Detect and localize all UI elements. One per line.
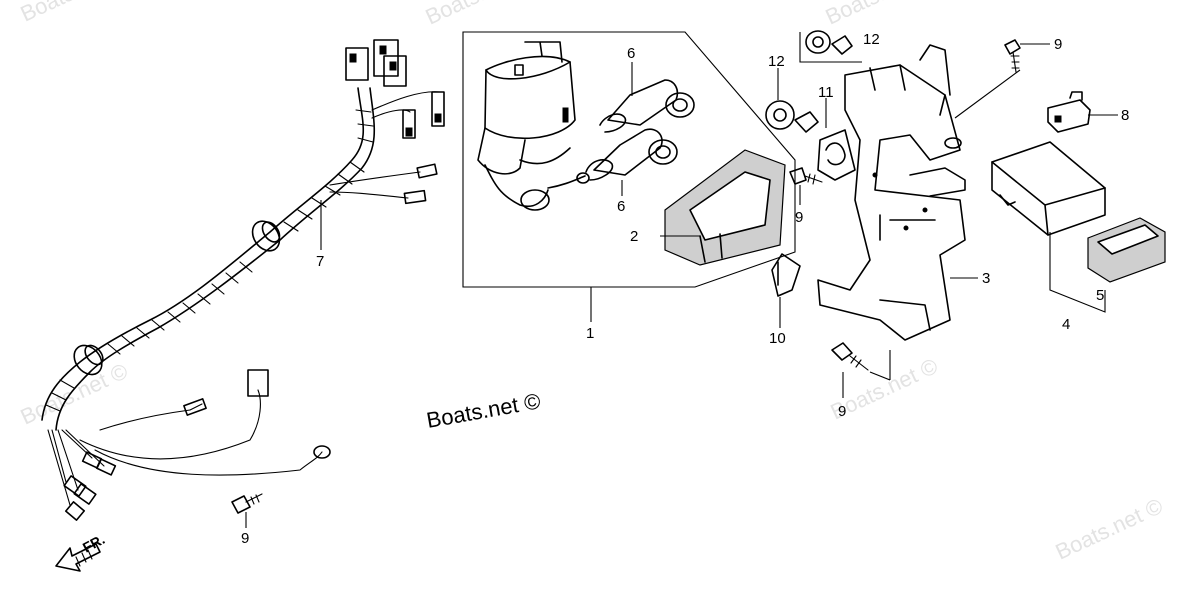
- grommet-12a: [765, 100, 819, 133]
- front-direction-arrow: FR.: [55, 531, 107, 572]
- callout-3: 3: [982, 270, 990, 287]
- callout-9b: 9: [795, 209, 803, 226]
- watermarks: Boats.n Boats.net Boats.n Boats.net © Bo…: [17, 0, 1167, 565]
- watermark: Boats.net ©: [17, 358, 132, 429]
- watermark: Boats.net: [422, 0, 517, 30]
- callout-12a: 12: [768, 53, 785, 70]
- clamp-11: [817, 129, 856, 181]
- bolt-9b: [789, 167, 823, 185]
- grommet-12b: [805, 30, 853, 55]
- watermark: Boats.n: [17, 0, 95, 27]
- spark-plug-caps: [585, 79, 695, 181]
- bolt-9a: [1004, 39, 1021, 73]
- callout-1: 1: [586, 325, 594, 342]
- bolt-9d: [231, 493, 263, 514]
- callout-9c: 9: [838, 403, 846, 420]
- control-module: [991, 141, 1106, 236]
- callout-6a: 6: [627, 45, 635, 62]
- callout-7: 7: [316, 253, 324, 270]
- callout-5: 5: [1096, 287, 1104, 304]
- bolt-9c: [831, 342, 869, 371]
- callout-6b: 6: [617, 198, 625, 215]
- callout-10: 10: [769, 330, 786, 347]
- assembly-outline: [462, 31, 796, 288]
- leader-lines: [245, 32, 1118, 528]
- callout-11: 11: [818, 84, 834, 101]
- wire-harness: [41, 39, 445, 521]
- ignition-coil: [477, 41, 590, 211]
- callouts: 1 2 3 4 5 6 6 7 8 9 9 9 9 10 11 12 12: [241, 31, 1129, 547]
- rubber-sleeve: [1087, 217, 1166, 283]
- watermark: Boats.net ©: [1052, 493, 1167, 564]
- watermark: Boats.n: [822, 0, 900, 30]
- mounting-bracket: [817, 44, 966, 341]
- callout-9a: 9: [1054, 36, 1062, 53]
- callout-12b: 12: [863, 31, 880, 48]
- callout-9d: 9: [241, 530, 249, 547]
- callout-4: 4: [1062, 316, 1070, 333]
- brand-text: Boats.net ©: [425, 388, 543, 433]
- connector: [1047, 91, 1091, 133]
- callout-8: 8: [1121, 107, 1129, 124]
- callout-2: 2: [630, 228, 638, 245]
- clip-10: [771, 253, 801, 297]
- rubber-mount: [664, 149, 786, 266]
